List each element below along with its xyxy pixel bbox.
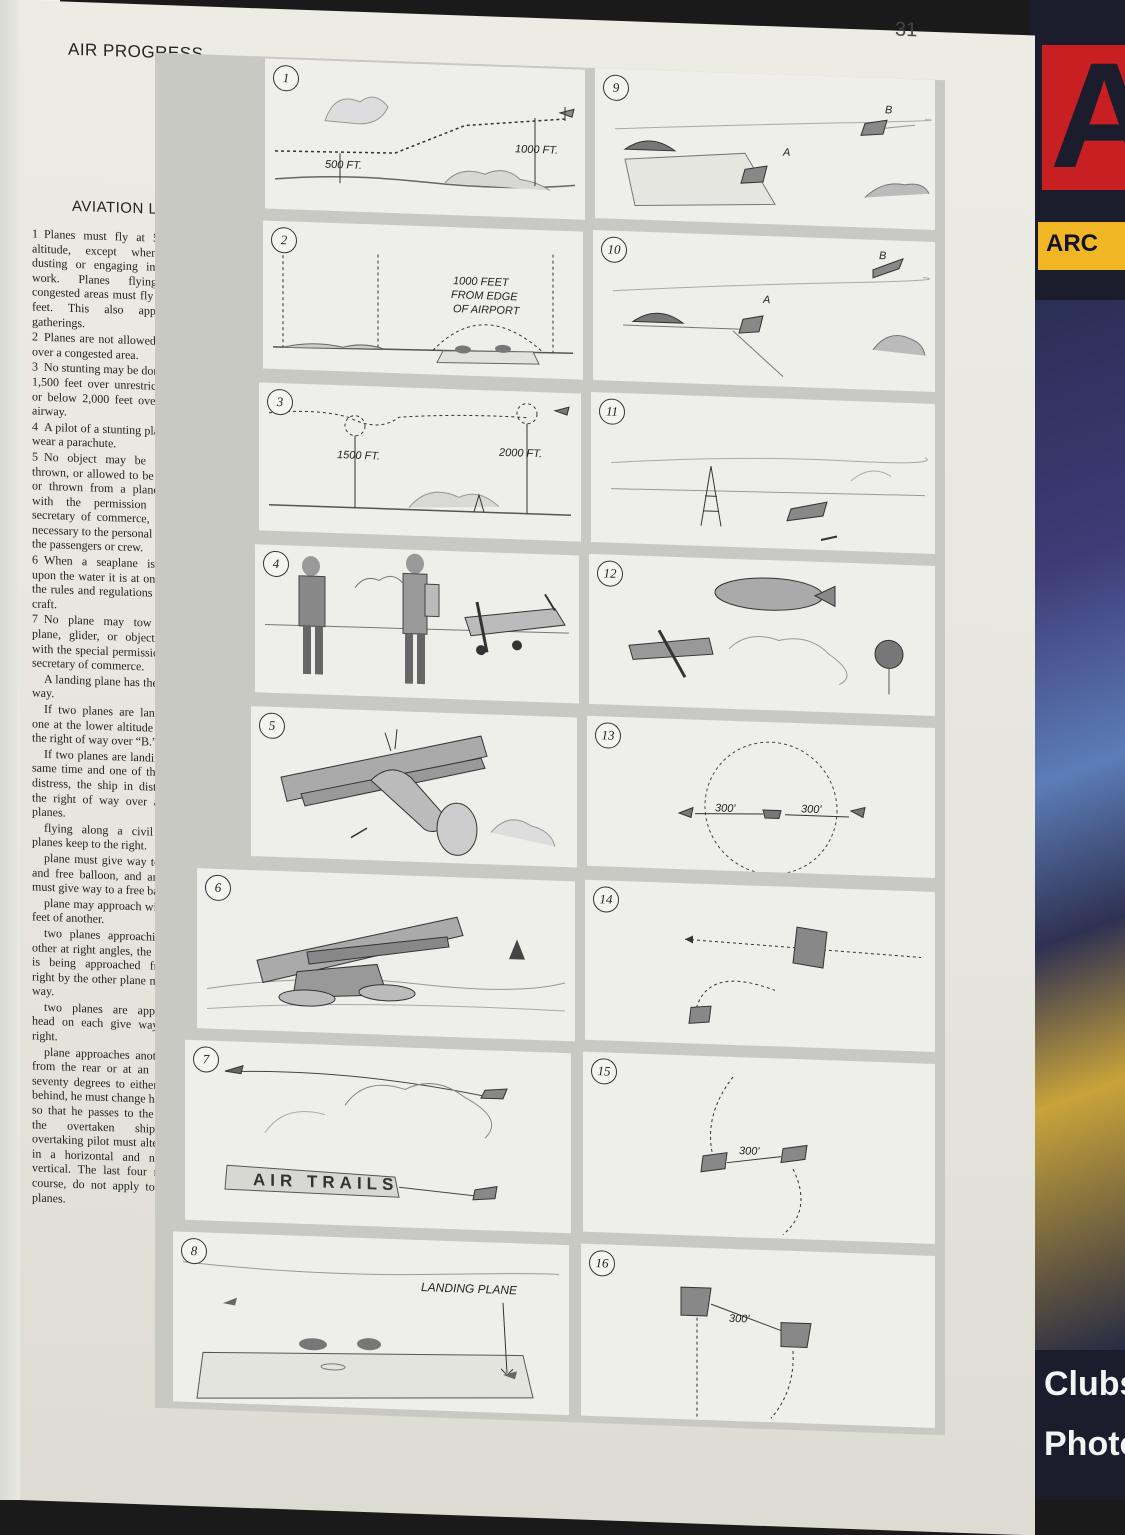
panel-16-label-300: 300' bbox=[729, 1312, 750, 1326]
cover-word-clubs: Clubs bbox=[1044, 1365, 1125, 1403]
panel-3-drawing bbox=[268, 403, 571, 516]
panel-14: 14 bbox=[585, 879, 935, 1052]
panel-6-number: 6 bbox=[205, 874, 231, 902]
panel-3-label-2000ft: 2000 FT. bbox=[499, 446, 543, 461]
panel-2-label-line1: 1000 FEET bbox=[453, 275, 509, 290]
panel-2-label-line3: OF AIRPORT bbox=[453, 303, 520, 318]
panel-7-drawing bbox=[224, 1065, 508, 1201]
panel-4-drawing bbox=[264, 553, 570, 685]
panel-11-drawing bbox=[610, 457, 928, 541]
panel-8-number: 8 bbox=[181, 1237, 207, 1265]
panel-9: 9 A B bbox=[595, 68, 935, 230]
panel-6-drawing bbox=[206, 916, 566, 1012]
panel-1-drawing bbox=[274, 96, 576, 191]
panel-5-drawing bbox=[280, 729, 556, 856]
panel-1: 1 500 FT. 1000 FT. bbox=[265, 58, 585, 220]
panel-3-label-1500ft: 1500 FT. bbox=[337, 449, 381, 463]
panel-12-drawing bbox=[628, 577, 904, 695]
panel-10-label-a: A bbox=[763, 293, 771, 307]
panel-13-label-300-left: 300' bbox=[715, 802, 736, 815]
cover-title-block bbox=[1042, 45, 1125, 190]
panel-10: 10 A B bbox=[593, 230, 935, 392]
panel-10-label-b: B bbox=[879, 249, 887, 263]
panel-12-number: 12 bbox=[597, 560, 623, 588]
panel-9-label-b: B bbox=[885, 104, 893, 117]
panel-8-drawing bbox=[182, 1261, 560, 1399]
panel-10-number: 10 bbox=[601, 236, 627, 264]
panel-7-number: 7 bbox=[193, 1046, 219, 1073]
panel-7: 7 AIR TRAILS bbox=[185, 1039, 571, 1234]
panel-11-number: 11 bbox=[599, 398, 625, 426]
panel-16-drawing bbox=[680, 1286, 812, 1419]
panel-16: 16 300' bbox=[581, 1243, 935, 1428]
panel-11: 11 bbox=[591, 391, 935, 554]
panel-1-label-500ft: 500 FT. bbox=[325, 158, 362, 172]
panel-2-number: 2 bbox=[271, 226, 297, 254]
panel-2-label-line2: FROM EDGE bbox=[451, 289, 518, 304]
panel-1-label-1000ft: 1000 FT. bbox=[515, 143, 559, 157]
panel-9-label-a: A bbox=[783, 146, 791, 159]
panel-2-drawing bbox=[272, 249, 574, 365]
panel-9-number: 9 bbox=[603, 74, 629, 102]
panel-13-drawing bbox=[677, 741, 866, 875]
cover-title-letter: A bbox=[1050, 31, 1125, 199]
panel-4: 4 bbox=[255, 544, 579, 704]
panel-15: 15 300' bbox=[583, 1051, 935, 1244]
panel-5: 5 bbox=[251, 706, 577, 868]
page-number: 31 bbox=[895, 18, 918, 42]
cover-yellow-strip bbox=[1038, 222, 1125, 270]
panel-13-number: 13 bbox=[595, 722, 621, 749]
illustration-grid: 1 500 FT. 1000 FT. 2 1000 FEET FROM EDGE… bbox=[155, 52, 945, 1436]
panel-4-number: 4 bbox=[263, 550, 289, 578]
panel-13-label-300-right: 300' bbox=[801, 803, 822, 816]
panel-16-number: 16 bbox=[589, 1249, 615, 1277]
panel-14-drawing bbox=[684, 926, 922, 1024]
magazine-cover-edge: A ARC Clubs Photo bbox=[1030, 0, 1125, 1500]
panel-3-number: 3 bbox=[267, 388, 293, 416]
panel-2: 2 1000 FEET FROM EDGE OF AIRPORT bbox=[263, 220, 583, 380]
panel-14-number: 14 bbox=[593, 886, 619, 913]
cover-strip-text: ARC bbox=[1046, 230, 1098, 257]
panel-15-drawing bbox=[700, 1076, 808, 1236]
panel-15-number: 15 bbox=[591, 1057, 617, 1085]
cover-illustration bbox=[1030, 300, 1125, 1350]
panel-15-label-300: 300' bbox=[739, 1145, 760, 1158]
panel-8: 8 LANDING PLANE bbox=[173, 1231, 569, 1416]
cover-word-photo: Photo bbox=[1044, 1425, 1125, 1463]
panel-9-drawing bbox=[614, 119, 932, 206]
panel-10-drawing bbox=[612, 257, 930, 378]
panel-1-number: 1 bbox=[273, 64, 299, 92]
panel-5-number: 5 bbox=[259, 712, 285, 740]
panel-13: 13 300' 300' bbox=[587, 715, 935, 878]
panel-3: 3 1500 FT. 2000 FT. bbox=[259, 382, 581, 542]
panel-12: 12 bbox=[589, 553, 935, 716]
panel-6: 6 bbox=[197, 868, 575, 1042]
